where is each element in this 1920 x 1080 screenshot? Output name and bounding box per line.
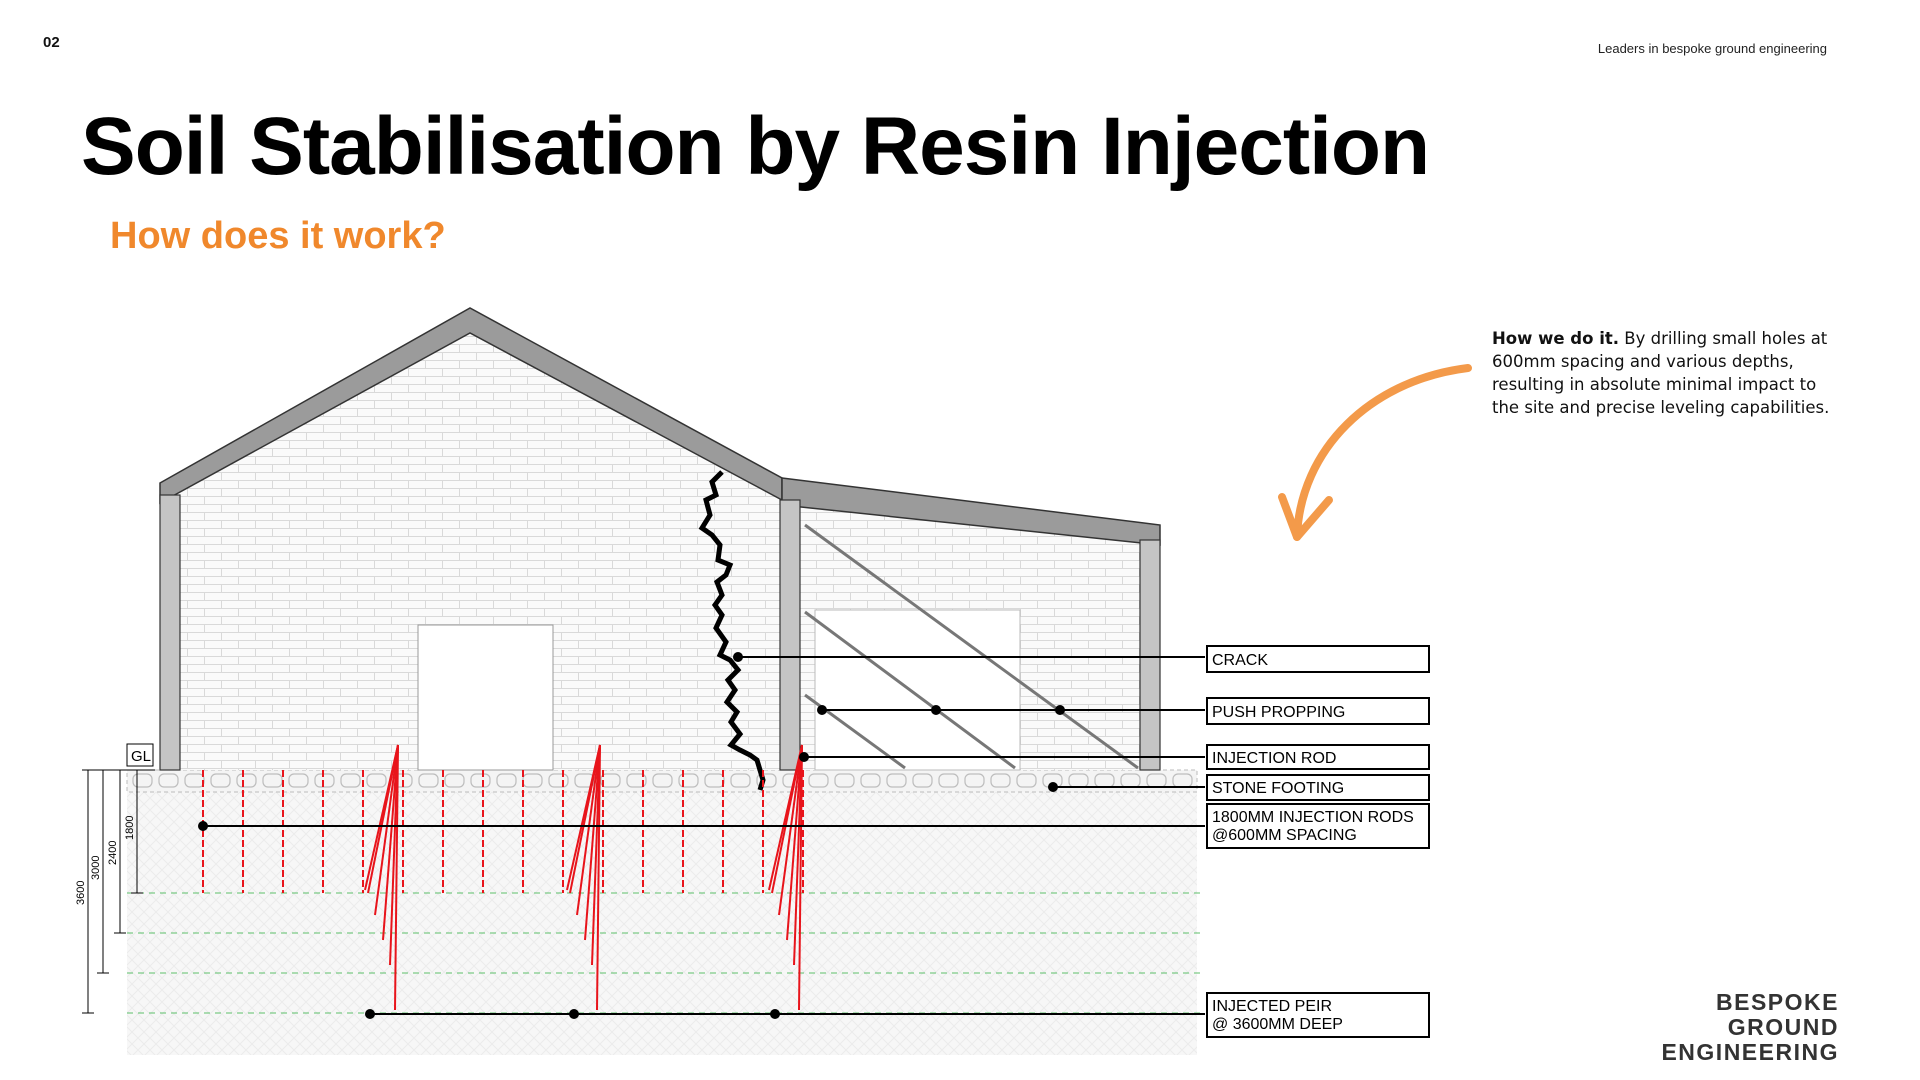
label-crack: CRACK [1212, 652, 1268, 669]
how-we-do-it-text: How we do it. By drilling small holes at… [1492, 327, 1832, 419]
logo-line-1: BESPOKE [1716, 989, 1839, 1015]
injected-peir-fans [364, 744, 803, 1011]
middle-wall-column [779, 499, 801, 771]
dimension-1800: 1800 [124, 816, 136, 840]
page-number: 02 [43, 34, 60, 51]
label-stone-footing: STONE FOOTING [1212, 780, 1344, 797]
tagline: Leaders in bespoke ground engineering [1597, 41, 1827, 56]
logo-line-3: ENGINEERING [1661, 1039, 1839, 1065]
label-push-propping: PUSH PROPPING [1212, 704, 1345, 721]
label-boxes [1206, 645, 1430, 1038]
label-peir-line-2: @ 3600MM DEEP [1212, 1016, 1343, 1033]
page-title: Soil Stabilisation by Resin Injection [81, 101, 1430, 192]
right-wall-column [1139, 539, 1161, 771]
how-we-do-it-lead: How we do it. [1492, 329, 1620, 348]
extension-opening [814, 609, 1021, 771]
logo-line-2: GROUND [1727, 1014, 1839, 1040]
soil-area [127, 770, 1197, 1055]
door-opening [417, 624, 554, 771]
page-subtitle: How does it work? [110, 215, 446, 257]
stone-footing-band [126, 769, 1198, 793]
dimension-2400: 2400 [107, 841, 119, 865]
label-injection-rod: INJECTION ROD [1212, 750, 1336, 767]
company-logo: BESPOKE GROUND ENGINEERING [1661, 990, 1839, 1065]
main-house-wall [180, 320, 780, 770]
wall-crack [698, 470, 766, 791]
ground-level-label: GL [131, 748, 151, 765]
label-rods-line-1: 1800MM INJECTION RODS [1212, 809, 1414, 826]
injection-rods [202, 770, 804, 893]
orange-arrow-icon [1278, 364, 1472, 541]
dimension-3000: 3000 [90, 856, 102, 880]
dimension-lines [82, 769, 155, 1014]
leader-lines [198, 652, 1205, 1019]
label-rods-line-2: @600MM SPACING [1212, 827, 1357, 844]
ground-level-marker [126, 743, 154, 767]
left-wall-column [159, 494, 181, 771]
how-we-do-it-body: By drilling small holes at 600mm spacing… [1492, 329, 1830, 417]
dimension-3600: 3600 [75, 881, 87, 905]
label-peir-line-1: INJECTED PEIR [1212, 998, 1332, 1015]
